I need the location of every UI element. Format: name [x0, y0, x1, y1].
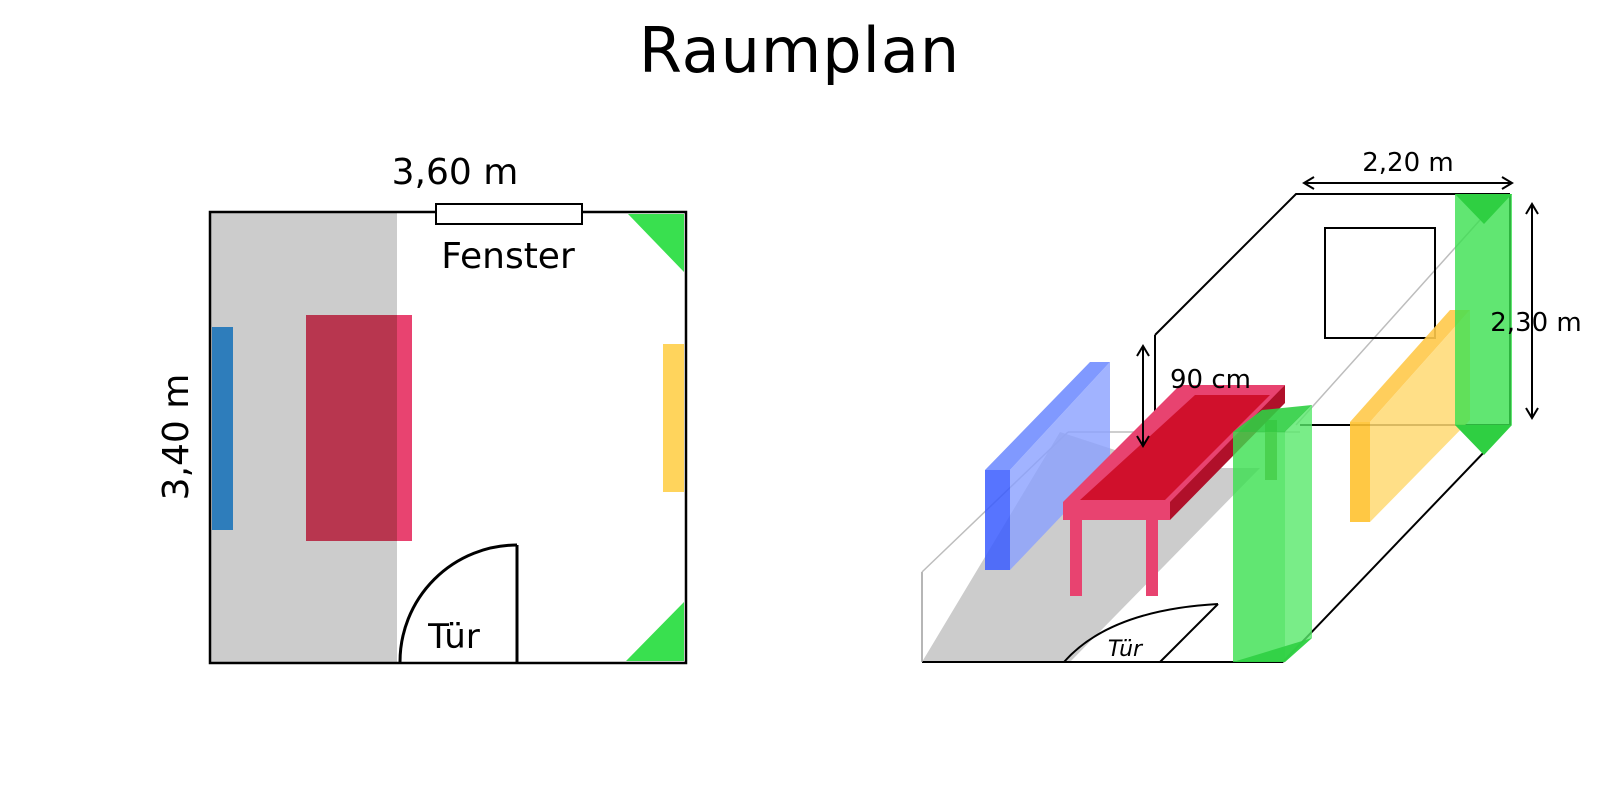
door-swing	[398, 543, 519, 663]
perspective-door	[1063, 603, 1219, 663]
height-label-3d: 2,30 m	[1490, 308, 1581, 338]
height-dimension	[1525, 202, 1539, 420]
window-label: Fenster	[441, 236, 575, 277]
yellow-furniture-3d	[1350, 310, 1470, 522]
yellow-furniture	[663, 344, 684, 492]
perspective-door-label: Tür	[1108, 637, 1144, 662]
depth-dimension	[1302, 176, 1514, 190]
width-label: 3,60 m	[392, 152, 519, 193]
blue-furniture-3d	[985, 362, 1110, 570]
green-corner-top-right	[628, 214, 684, 272]
green-post-front	[1233, 405, 1312, 662]
window	[435, 203, 583, 225]
perspective-window	[1324, 227, 1436, 339]
depth-label: 2,20 m	[1362, 148, 1453, 178]
green-corner-bottom-right	[626, 602, 684, 661]
door-label: Tür	[427, 617, 480, 657]
blue-furniture	[212, 327, 233, 530]
table-height-label: 90 cm	[1170, 365, 1251, 395]
green-post-back	[1455, 194, 1512, 455]
page-title: Raumplan	[638, 14, 961, 87]
floor-plan: 3,60 m Fenster 3,40 m Tür	[156, 152, 688, 665]
table-height-dimension	[1136, 344, 1150, 448]
perspective-view: Tür 2,20 m 2,30 m 90 cm	[921, 148, 1582, 663]
table-top-view-shade	[306, 315, 397, 541]
height-label: 3,40 m	[156, 374, 197, 501]
